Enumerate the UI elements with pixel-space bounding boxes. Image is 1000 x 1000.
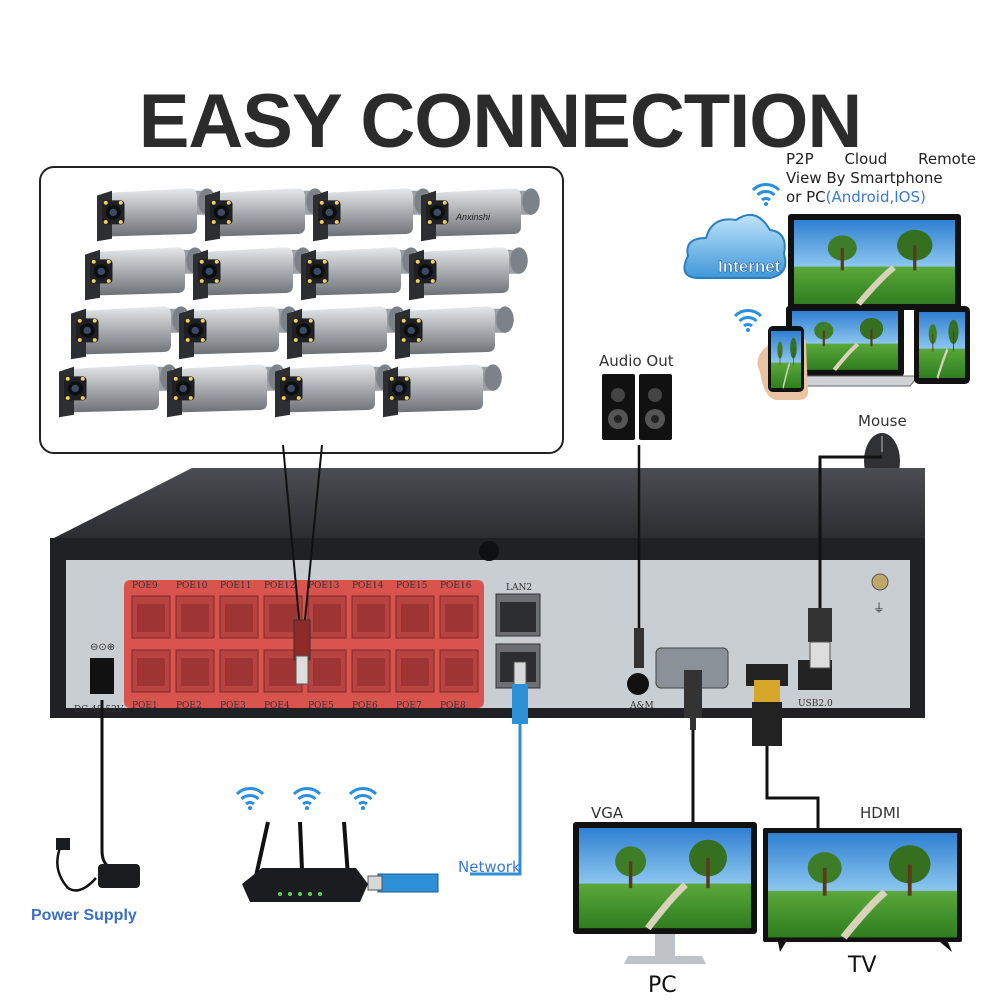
hdmi-label: HDMI	[860, 804, 900, 822]
poe-bottom-label: POE3	[220, 701, 246, 711]
nvr-top	[50, 468, 925, 540]
poe-bottom-label: POE7	[396, 701, 422, 711]
pc-label: PC	[648, 973, 677, 998]
lan-label: LAN2	[506, 583, 532, 593]
network-cable	[470, 724, 522, 876]
wifi-icon	[733, 308, 763, 334]
p2p-word-1: P2P	[786, 150, 814, 168]
speaker-icon	[602, 374, 635, 440]
power-adapter-icon	[56, 838, 140, 892]
poe-bottom-label: POE1	[132, 701, 158, 711]
wifi-icon	[235, 786, 265, 812]
wifi-icon	[348, 786, 378, 812]
speaker-icon	[639, 374, 672, 440]
svg-text:⊖⊙⊕: ⊖⊙⊕	[90, 642, 115, 653]
poe-bottom-labels: POE1 POE2 POE3 POE4 POE5 POE6 POE7 POE8	[132, 701, 466, 711]
tablet-icon	[914, 306, 970, 384]
p2p-cloud-caption: P2P Cloud Remote View By Smartphone or P…	[786, 150, 976, 207]
page-title: EASY CONNECTION	[138, 79, 863, 164]
poe-top-labels: POE9 POE10 POE11 POE12 POE13 POE14 POE15 POE16	[132, 581, 472, 591]
p2p-line3-prefix: or PC	[786, 188, 826, 206]
am-label: A&M	[629, 701, 654, 711]
camera-cable	[282, 444, 302, 641]
internet-label: Internet	[718, 257, 781, 276]
poe-bottom-label: POE4	[264, 701, 290, 711]
p2p-line2: View By Smartphone	[786, 169, 943, 187]
power-supply-label: Power Supply	[31, 907, 137, 924]
poe-top-label: POE13	[308, 581, 340, 591]
wifi-icon	[751, 182, 781, 208]
poe-top-label: POE12	[264, 581, 295, 591]
poe-top-label: POE9	[132, 581, 158, 591]
pc-monitor-icon	[573, 822, 757, 964]
p2p-line3-platforms: (Android,IOS)	[825, 188, 926, 206]
router-icon	[242, 821, 368, 902]
mouse-label: Mouse	[858, 412, 907, 430]
poe-ports	[131, 595, 479, 693]
camera-brand-label: Anxinshi	[455, 212, 491, 222]
poe-top-label: POE10	[176, 581, 208, 591]
svg-text:⏚: ⏚	[873, 601, 885, 615]
dc-label: DC 48-52V	[74, 705, 124, 715]
p2p-word-2: Cloud	[844, 150, 888, 168]
audio-jack	[627, 673, 649, 695]
internet-cloud-icon	[683, 213, 787, 279]
wifi-icon	[292, 786, 322, 812]
poe-top-label: POE11	[220, 581, 251, 591]
p2p-word-3: Remote	[918, 150, 976, 168]
vga-label: VGA	[591, 804, 624, 822]
poe-top-label: POE16	[440, 581, 472, 591]
smartphone-icon	[757, 326, 808, 400]
tv-label: TV	[847, 953, 877, 978]
network-label: Network	[458, 858, 521, 876]
poe-top-label: POE15	[396, 581, 428, 591]
audio-out-label: Audio Out	[599, 352, 674, 370]
dc-jack	[90, 658, 114, 694]
poe-bottom-label: POE5	[308, 701, 334, 711]
monitor-icon	[788, 214, 961, 310]
camera-cable	[302, 444, 323, 641]
usb-label: USB2.0	[798, 699, 833, 709]
poe-bottom-label: POE8	[440, 701, 466, 711]
p2p-line3: or PC(Android,IOS)	[786, 188, 976, 207]
tv-icon	[763, 828, 962, 952]
hdmi-cable	[765, 746, 820, 828]
poe-bottom-label: POE2	[176, 701, 202, 711]
mouse-cable	[818, 455, 882, 612]
poe-top-label: POE14	[352, 581, 384, 591]
p2p-line1: P2P Cloud Remote	[786, 150, 976, 169]
poe-bottom-label: POE6	[352, 701, 378, 711]
